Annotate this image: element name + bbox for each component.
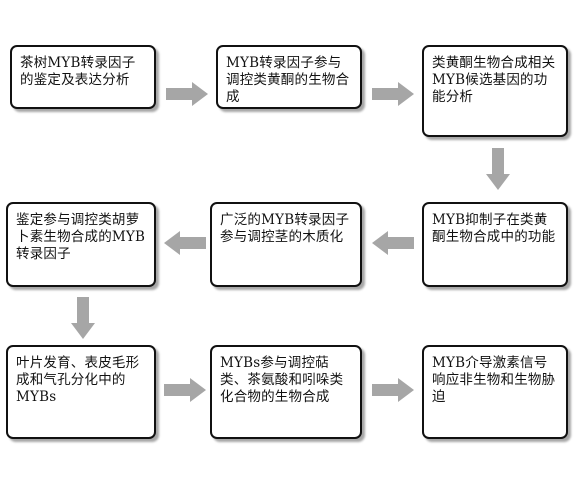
right-arrow-4 (372, 378, 414, 402)
step-text-5: 广泛的MYB转录因子参与调控茎的木质化 (220, 212, 350, 245)
step-text-4: MYB抑制子在类黄酮生物合成中的功能 (432, 212, 556, 245)
step-box-6: 鉴定参与调控类胡萝卜素生物合成的MYB转录因子 (6, 202, 156, 287)
step-box-4: MYB抑制子在类黄酮生物合成中的功能 (422, 202, 568, 287)
step-box-9: MYB介导激素信号响应非生物和生物胁迫 (422, 345, 568, 439)
step-text-9: MYB介导激素信号响应非生物和生物胁迫 (432, 355, 556, 405)
step-box-5: 广泛的MYB转录因子参与调控茎的木质化 (210, 202, 362, 287)
left-arrow-2 (164, 231, 206, 255)
step-text-3: 类黄酮生物合成相关MYB候选基因的功能分析 (432, 55, 556, 105)
step-box-7: 叶片发育、表皮毛形成和气孔分化中的MYBs (6, 345, 156, 439)
step-box-2: MYB转录因子参与调控类黄酮的生物合成 (216, 45, 362, 109)
down-arrow-2 (71, 297, 95, 339)
right-arrow-3 (164, 378, 206, 402)
step-text-8: MYBs参与调控萜类、茶氨酸和吲哚类化合物的生物合成 (220, 355, 344, 405)
step-box-1: 茶树MYB转录因子的鉴定及表达分析 (10, 45, 156, 109)
step-box-3: 类黄酮生物合成相关MYB候选基因的功能分析 (422, 45, 568, 137)
step-box-8: MYBs参与调控萜类、茶氨酸和吲哚类化合物的生物合成 (210, 345, 362, 439)
right-arrow-2 (372, 82, 414, 106)
step-text-1: 茶树MYB转录因子的鉴定及表达分析 (20, 55, 136, 88)
step-text-7: 叶片发育、表皮毛形成和气孔分化中的MYBs (16, 355, 140, 405)
down-arrow-1 (486, 148, 510, 190)
left-arrow-1 (372, 231, 414, 255)
right-arrow-1 (166, 82, 208, 106)
step-text-6: 鉴定参与调控类胡萝卜素生物合成的MYB转录因子 (16, 212, 146, 262)
step-text-2: MYB转录因子参与调控类黄酮的生物合成 (226, 55, 350, 105)
